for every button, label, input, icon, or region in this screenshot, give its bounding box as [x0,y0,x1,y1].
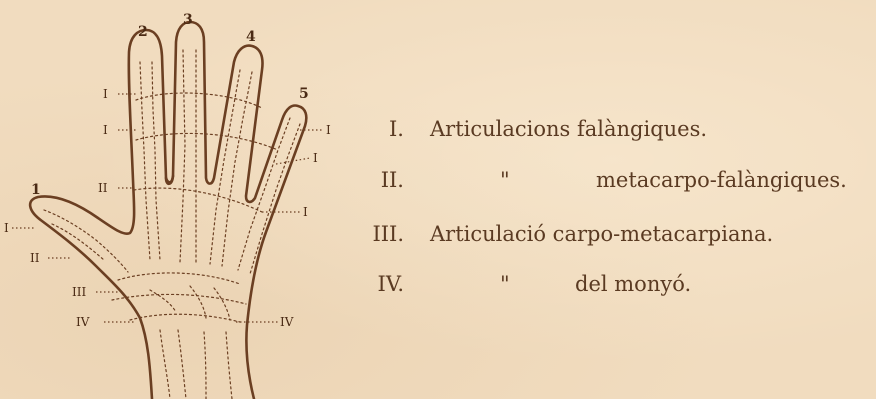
legend-text: Articulació carpo-metacarpiana. [430,222,773,246]
finger-number-2: 2 [138,24,148,40]
middle-bones [180,50,185,262]
hand-outline [30,22,306,399]
legend-ditto: " [500,168,510,192]
joint-label-I: I [4,221,9,235]
joint-label-II: II [30,251,40,265]
joint-label-III: III [72,285,86,299]
joint-label-I: I [326,123,331,137]
legend-text: del monyó. [575,272,691,296]
thumb-bones [44,210,128,272]
legend-text: metacarpo-falàngiques. [596,168,847,192]
legend-text: Articulacions falàngiques. [430,117,707,141]
finger-number-5: 5 [299,86,309,102]
legend-numeral: II. [360,168,404,192]
finger-number-3: 3 [183,12,193,28]
legend-ditto: " [500,272,510,296]
joint-label-I: I [313,151,318,165]
joint-label-I: I [303,205,308,219]
hand-diagram: 1 2 3 4 5 I I II I II III IV IV I I I [0,0,360,399]
joint-label-I: I [103,87,108,101]
legend-numeral: I. [360,117,404,141]
index-bones [140,62,150,260]
joint-label-I: I [103,123,108,137]
finger-number-4: 4 [246,29,256,45]
joint-label-IV: IV [280,315,294,329]
legend-numeral: III. [352,222,404,246]
finger-number-1: 1 [31,182,41,198]
legend-numeral: IV. [352,272,404,296]
joint-label-IV: IV [76,315,90,329]
joint-label-II: II [98,181,108,195]
